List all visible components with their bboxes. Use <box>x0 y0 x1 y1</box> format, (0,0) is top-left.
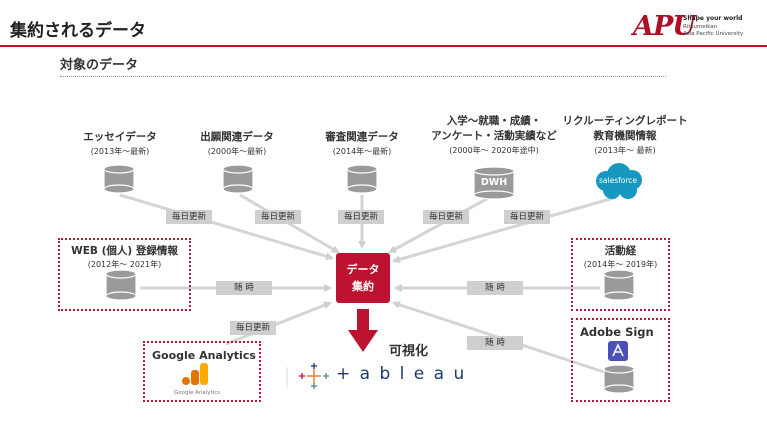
google-analytics-icon <box>182 363 208 385</box>
database-icon-essay <box>103 164 135 194</box>
source-activity-period: (2014年〜 2019年) <box>583 260 658 269</box>
ga-logo-caption: Google Analytics <box>174 390 221 396</box>
salesforce-logo-text: salesforce <box>599 176 637 185</box>
tableau-logo-icon <box>299 363 329 389</box>
tableau-wordmark: + a b l e a u <box>336 364 467 384</box>
badge-adhoc-web: 随 時 <box>216 281 272 295</box>
source-review-label: 審査関連データ <box>325 131 399 143</box>
source-recruit-period: (2013年〜 最新) <box>594 146 656 155</box>
source-adobe-label: Adobe Sign <box>580 325 654 339</box>
source-adobe-box <box>571 318 670 402</box>
hub-line-2: 集約 <box>352 280 374 293</box>
source-recruit-label-2: 教育機関情報 <box>593 130 657 142</box>
hub-line-1: データ <box>346 263 380 276</box>
source-essay-label: エッセイデータ <box>83 131 157 143</box>
database-icon-web <box>105 269 137 301</box>
badge-daily-review: 毎日更新 <box>338 210 384 224</box>
source-enrollment-period: (2000年〜 2020年途中) <box>449 146 539 155</box>
source-activity-label: 活動経 <box>604 245 637 257</box>
logo-line-1: Ritsumeikan <box>683 24 718 30</box>
logo-line-2: Asia Pacific University <box>683 31 744 37</box>
source-application-period: (2000年〜最新) <box>207 147 267 156</box>
source-enrollment-label-2: アンケート・活動実績など <box>431 130 557 142</box>
salesforce-cloud-icon <box>596 163 642 199</box>
source-recruit-label-1: リクルーティングレポート <box>562 115 688 127</box>
subtitle-rule <box>60 76 666 77</box>
database-icon-application <box>222 164 254 194</box>
source-activity-box <box>571 238 670 311</box>
section-subtitle: 対象のデータ <box>60 58 139 73</box>
database-icon-activity <box>603 269 635 301</box>
source-ga-box <box>143 341 261 402</box>
badge-daily-essay: 毎日更新 <box>166 210 212 224</box>
source-ga-label: Google Analytics <box>152 349 256 362</box>
badge-daily-ga: 毎日更新 <box>230 321 276 335</box>
arrow-essay <box>119 193 334 261</box>
apu-logo: APU <box>633 11 696 42</box>
source-web-box <box>58 238 191 311</box>
badge-daily-application: 毎日更新 <box>255 210 301 224</box>
source-web-period: (2012年〜 2021年) <box>87 260 162 269</box>
source-application-label: 出願関連データ <box>200 131 274 143</box>
title-rule <box>0 45 767 47</box>
badge-daily-salesforce: 毎日更新 <box>504 210 550 224</box>
visualize-arrow <box>348 309 378 352</box>
visualization-label: 可視化 <box>389 344 429 359</box>
database-icon-review <box>346 164 378 194</box>
badge-daily-dwh: 毎日更新 <box>423 210 469 224</box>
adobe-sign-icon <box>608 341 628 361</box>
source-web-label: WEB (個人) 登録情報 <box>71 245 178 257</box>
source-enrollment-label-1: 入学〜就職・成績・ <box>446 115 542 127</box>
database-icon-adobe <box>603 364 635 394</box>
source-essay-period: (2013年〜最新) <box>90 147 150 156</box>
badge-adhoc-adobe: 随 時 <box>467 336 523 350</box>
badge-adhoc-activity: 随 時 <box>467 281 523 295</box>
source-review-period: (2014年〜最新) <box>332 147 392 156</box>
arrow-dwh <box>388 195 491 254</box>
arrow-salesforce <box>392 195 618 264</box>
data-aggregation-hub: データ 集約 <box>336 253 390 303</box>
database-icon-dwh <box>473 166 515 200</box>
arrow-ga <box>225 301 332 346</box>
page-title: 集約されるデータ <box>10 21 146 41</box>
logo-tagline: Shape your world <box>683 15 743 22</box>
dwh-label: DWH <box>480 177 508 188</box>
